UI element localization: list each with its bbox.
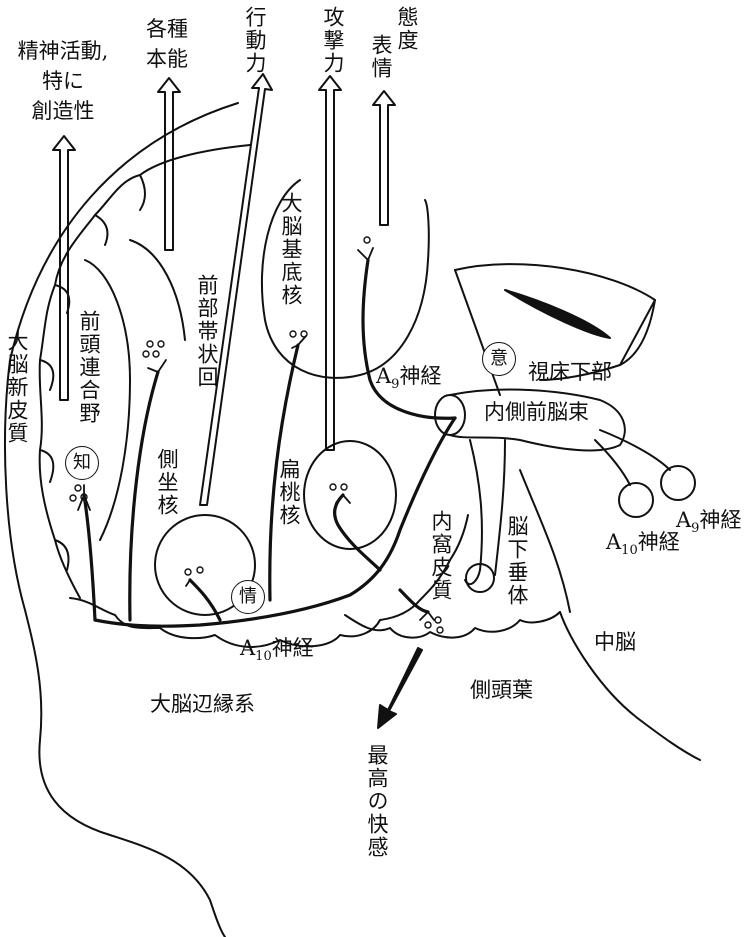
aggression-label: 攻撃力 xyxy=(322,6,344,75)
cingulate-outline xyxy=(130,240,185,340)
basal-ganglia-label: 大脳基底核 xyxy=(280,192,302,307)
a10-fiber-main xyxy=(95,418,455,626)
head-profile-outline xyxy=(5,103,238,937)
hypothalamus-slit xyxy=(505,290,610,338)
expression-label-b: 態度 xyxy=(396,6,418,52)
pleasure-label: 最高の快感 xyxy=(366,744,388,859)
a10-bottom-suffix: 神経 xyxy=(272,636,314,660)
creativity-line-1: 精神活動, xyxy=(8,36,118,66)
temporal-label: 側頭葉 xyxy=(470,676,533,704)
a9-nerve-upper-label: A9神経 xyxy=(376,362,441,399)
expression-label-a: 表情 xyxy=(370,34,392,80)
limbic-label: 大脳辺縁系 xyxy=(150,690,255,718)
midbrain-label: 中脳 xyxy=(594,628,636,656)
a10-nerve-bottom-label: A10神経 xyxy=(240,634,314,671)
arrow-aggression xyxy=(319,76,341,450)
mfb-tube-end xyxy=(435,395,465,435)
a9-nucleus xyxy=(661,466,695,500)
pituitary-stalk-inner xyxy=(495,440,505,575)
insula-fiber xyxy=(400,590,428,612)
a10-nerve-right-label: A10神経 xyxy=(606,528,680,565)
a9-upper-suffix: 神経 xyxy=(399,364,441,388)
a9-upper-main: A xyxy=(376,364,391,388)
a10-bottom-main: A xyxy=(240,636,255,660)
a10-fiber-amygdala xyxy=(335,495,380,570)
amygdala-label: 扁桃核 xyxy=(278,458,300,527)
arrow-expression xyxy=(373,91,395,225)
mfb-label: 内側前脳束 xyxy=(484,398,589,426)
creativity-line-2: 特に xyxy=(8,66,118,96)
a10-nucleus xyxy=(619,483,653,517)
a10-right-suffix: 神経 xyxy=(638,530,680,554)
a10-right-main: A xyxy=(606,530,621,554)
insula-label: 内窩皮質 xyxy=(430,510,452,602)
instinct-line-2: 本能 xyxy=(142,44,192,74)
circled-chi: 知 xyxy=(65,446,99,480)
amygdala-oval xyxy=(304,441,396,549)
a10-right-sub: 10 xyxy=(621,543,638,558)
pituitary-label: 脳下垂体 xyxy=(506,515,528,607)
a10-bottom-sub: 10 xyxy=(255,649,272,664)
arrow-pleasure xyxy=(378,648,422,728)
cingulate-label: 前部帯状回 xyxy=(196,274,218,389)
creativity-label: 精神活動, 特に 創造性 xyxy=(8,36,118,126)
accumbens-label: 側坐核 xyxy=(156,448,178,517)
a10-fiber-cingulate xyxy=(130,372,158,620)
circled-i: 意 xyxy=(482,342,516,376)
creativity-line-3: 創造性 xyxy=(8,96,118,126)
action-label: 行動力 xyxy=(244,6,266,75)
prefrontal-label: 前頭連合野 xyxy=(78,310,100,425)
circled-jo: 情 xyxy=(231,580,265,614)
arrow-creativity xyxy=(53,136,75,400)
a9-right-suffix: 神経 xyxy=(699,508,741,532)
pituitary-stalk xyxy=(465,440,482,584)
instinct-line-1: 各種 xyxy=(142,14,192,44)
nucleus-connectors xyxy=(595,430,670,485)
instinct-label: 各種 本能 xyxy=(142,14,192,74)
a9-nerve-right-label: A9神経 xyxy=(676,506,741,543)
neocortex-label: 大脳新皮質 xyxy=(6,330,28,445)
hypothalamus-label: 視床下部 xyxy=(528,358,612,386)
